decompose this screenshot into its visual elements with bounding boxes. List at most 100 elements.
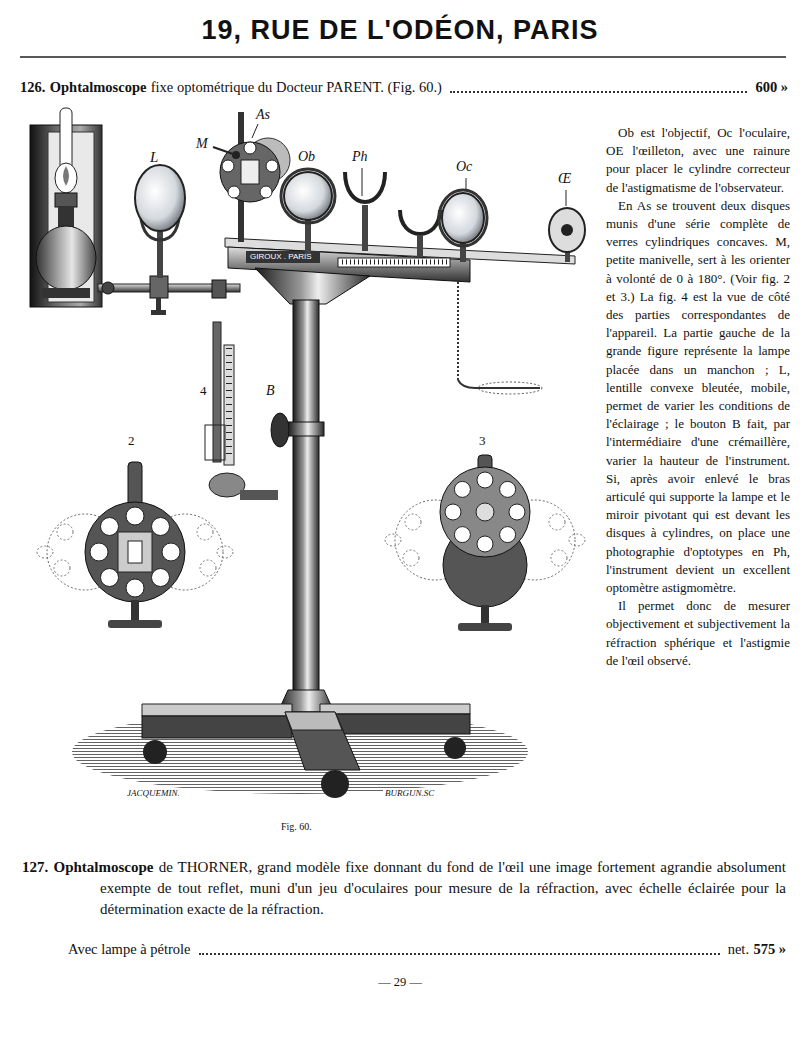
disk-detail-fig2 xyxy=(200,560,216,576)
disk-detail-fig3 xyxy=(458,623,512,631)
disk-detail-fig2 xyxy=(90,543,108,561)
disk-detail-fig3 xyxy=(551,550,567,566)
dot-leader xyxy=(450,90,747,93)
cylinder-disks-As xyxy=(252,124,258,138)
side-view-fig4 xyxy=(209,473,245,497)
tripod-base xyxy=(143,740,167,764)
description-paragraph: En As se trouvent deux disques munis d'u… xyxy=(606,197,790,597)
price-line: 126.Ophtalmoscopefixe optométrique du Do… xyxy=(20,78,788,97)
disk-detail-fig2 xyxy=(108,620,162,628)
product-name: Ophtalmoscope xyxy=(50,78,147,97)
hanging-cord xyxy=(478,382,542,394)
disk-detail-fig2 xyxy=(152,518,170,536)
disk-detail-fig2 xyxy=(101,518,119,536)
disk-detail-fig3 xyxy=(403,550,419,566)
catalogue-item: 127.Ophtalmoscopede THORNER, grand modèl… xyxy=(22,857,786,920)
eyecup-OE xyxy=(549,208,585,252)
price-note: net. xyxy=(728,940,749,959)
lamp-arm xyxy=(212,280,226,298)
dot-leader xyxy=(199,952,720,955)
disk-detail-fig2 xyxy=(217,546,233,558)
lamp-in-sleeve xyxy=(36,226,96,290)
objective-Ob xyxy=(281,169,335,255)
disk-detail-fig3 xyxy=(385,455,585,631)
item-number: 127. xyxy=(22,859,48,875)
eyepiece-Oc xyxy=(442,193,484,243)
disk-detail-fig2 xyxy=(37,546,53,558)
photo-holder-Ph xyxy=(345,168,440,257)
disk-detail-fig2 xyxy=(85,502,185,602)
part-letter: Oc xyxy=(456,160,472,174)
lamp-arm xyxy=(151,310,166,315)
disk-detail-fig3 xyxy=(443,523,527,607)
cylinder-disks-As xyxy=(241,160,259,184)
part-letter: M xyxy=(196,137,208,151)
disk-detail-fig3 xyxy=(445,504,461,520)
main-rail xyxy=(338,258,450,267)
lamp-arm xyxy=(102,282,114,294)
main-rail xyxy=(342,260,448,265)
disk-detail-fig2 xyxy=(152,569,170,587)
cylinder-disks-As xyxy=(228,186,240,198)
tripod-base xyxy=(142,704,292,716)
hanging-cord xyxy=(458,282,542,394)
objective-Ob xyxy=(305,220,311,255)
cylinder-disks-As xyxy=(213,112,290,242)
figure-number: 3 xyxy=(479,434,486,447)
disk-detail-fig3 xyxy=(440,467,530,557)
hanging-cord xyxy=(458,380,540,388)
header-rule xyxy=(20,57,786,58)
objective-Ob xyxy=(281,169,335,223)
tripod-base xyxy=(285,712,342,730)
disk-detail-fig3 xyxy=(477,536,493,552)
cylinder-disks-As xyxy=(260,186,272,198)
cylinder-disks-As xyxy=(244,142,256,154)
disk-detail-fig2 xyxy=(162,543,180,561)
lamp-in-sleeve xyxy=(30,108,102,307)
eyepiece-Oc xyxy=(466,178,467,189)
cylinder-disks-As xyxy=(220,142,280,202)
disk-detail-fig3 xyxy=(454,527,470,543)
photo-holder-Ph xyxy=(362,205,368,251)
hanging-cord xyxy=(457,282,459,380)
objective-Ob xyxy=(284,172,332,220)
disk-detail-fig3 xyxy=(477,472,493,488)
lamp-arm xyxy=(98,276,240,315)
eyepiece-Oc xyxy=(439,190,487,246)
figure-number: 4 xyxy=(200,384,207,397)
price: 600 » xyxy=(755,78,788,97)
part-letter: Ob xyxy=(298,150,315,164)
lamp-in-sleeve xyxy=(42,288,90,298)
figure-number: 2 xyxy=(128,434,135,447)
tripod-base xyxy=(320,704,470,714)
disk-detail-fig2 xyxy=(197,524,213,540)
disk-detail-fig2 xyxy=(131,600,139,622)
lens-L xyxy=(157,228,163,278)
cylinder-disks-As xyxy=(266,160,278,172)
side-view-fig4 xyxy=(240,490,278,500)
lens-L xyxy=(135,165,185,278)
cylinder-disks-As xyxy=(213,147,233,154)
side-view-fig4 xyxy=(213,322,221,462)
disk-detail-fig3 xyxy=(500,481,516,497)
part-letter: Ph xyxy=(352,150,368,164)
part-letter: Œ xyxy=(558,172,571,186)
description-paragraph: Ob est l'objectif, Oc l'oculaire, OE l'œ… xyxy=(606,124,790,197)
tripod-base xyxy=(444,737,466,759)
photo-holder-Ph xyxy=(400,210,440,234)
figure-caption: Fig. 60. xyxy=(281,822,312,832)
disk-detail-fig2 xyxy=(57,524,73,540)
column-stand xyxy=(293,300,319,700)
side-view-fig4 xyxy=(205,425,225,460)
part-letter: L xyxy=(150,150,158,165)
disk-detail-fig2 xyxy=(54,560,70,576)
side-view-fig4 xyxy=(205,322,278,500)
photo-holder-Ph xyxy=(345,172,385,202)
eyepiece-Oc xyxy=(439,178,487,262)
item-number: 126. xyxy=(20,78,45,97)
disk-detail-fig3 xyxy=(481,605,489,625)
cylinder-disks-As xyxy=(222,160,234,172)
disk-detail-fig3 xyxy=(405,514,421,530)
price-line: Avec lampe à pétrolenet.575 » xyxy=(68,940,786,959)
text-column: Ob est l'objectif, Oc l'oculaire, OE l'œ… xyxy=(606,124,790,670)
